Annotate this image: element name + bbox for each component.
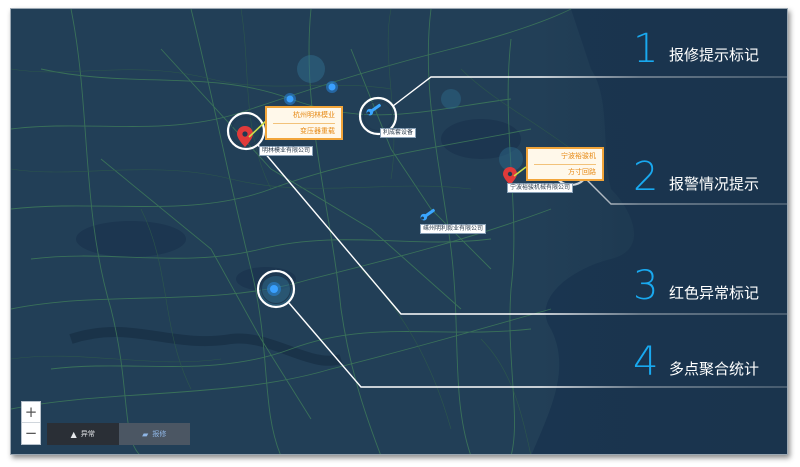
feature-panel: [541, 9, 787, 454]
alarm-popup-1[interactable]: 杭州明林模业 变压器重载: [265, 106, 343, 140]
feature-label-1: 报修提示标记: [669, 46, 760, 64]
map-label-company[interactable]: 嵊州明利毅业有限公司: [420, 224, 487, 234]
tab-abnormal-label: 异常: [80, 430, 95, 438]
map-label-company[interactable]: 利成套设备: [380, 128, 417, 138]
tab-abnormal[interactable]: ▲ 异常: [47, 423, 119, 445]
popup-divider: [534, 164, 596, 165]
wrench-marker-2[interactable]: [419, 207, 436, 222]
map-label-company[interactable]: 明林模业有限公司: [259, 146, 314, 156]
map-frame: 1 报修提示标记 2 报警情况提示 3 红色异常标记 4 多点聚合统计 杭州明林…: [10, 8, 788, 455]
warning-icon: ▲: [70, 429, 77, 439]
callout-ring-2: [358, 96, 398, 136]
red-alert-pin-2[interactable]: [503, 167, 517, 185]
popup-title: 宁波裕骏机: [561, 152, 596, 160]
alarm-popup-2[interactable]: 宁波裕骏机 方寸回路: [526, 147, 604, 181]
tab-repair-label: 报修: [152, 430, 167, 438]
feature-number-3: 3: [633, 263, 659, 309]
popup-divider: [273, 123, 335, 124]
wrench-icon: ▰: [142, 429, 149, 439]
feature-number-2: 2: [633, 154, 659, 200]
tab-repair[interactable]: ▰ 报修: [118, 423, 190, 445]
zoom-control: + −: [21, 401, 41, 445]
feature-label-2: 报警情况提示: [669, 175, 760, 193]
feature-label-3: 红色异常标记: [669, 284, 760, 302]
popup-title: 杭州明林模业: [293, 111, 335, 119]
map-label-company[interactable]: 宁波裕骏机械有限公司: [507, 183, 574, 193]
feature-number-4: 4: [633, 339, 659, 385]
zoom-out-button[interactable]: −: [24, 424, 38, 442]
red-alert-pin-1[interactable]: [237, 126, 253, 147]
cluster-marker-3[interactable]: [267, 282, 281, 296]
zoom-in-button[interactable]: +: [22, 402, 40, 423]
feature-label-4: 多点聚合统计: [669, 360, 760, 378]
cluster-marker-2[interactable]: [326, 81, 338, 93]
cluster-marker-1[interactable]: [284, 93, 296, 105]
popup-status: 变压器重载: [300, 127, 335, 135]
callout-ring-4: [256, 269, 296, 309]
popup-status: 方寸回路: [568, 168, 596, 176]
layer-tab-bar: ▲ 异常 ▰ 报修: [47, 423, 190, 445]
feature-number-1: 1: [633, 26, 659, 72]
wrench-marker-1[interactable]: [365, 102, 382, 117]
